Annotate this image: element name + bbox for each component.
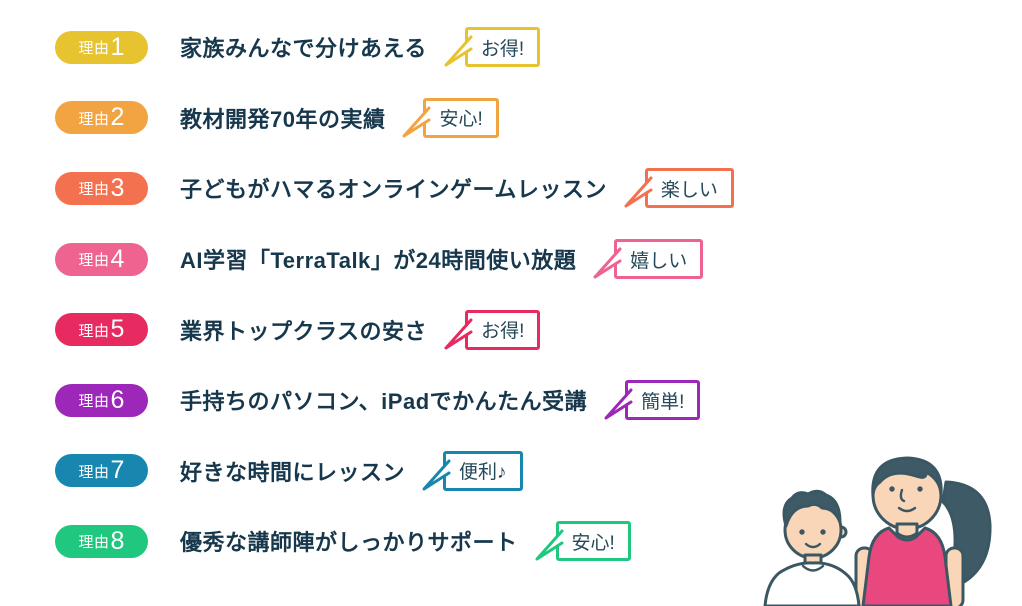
woman-hair [871,456,943,498]
reason-badge-number: 1 [110,32,125,61]
reason-badge-label: 理由 [78,40,110,58]
boy-hair [782,489,842,528]
reason-bubble-text: 便利♪ [459,462,507,484]
reason-badge-label: 理由 [78,181,110,199]
reason-badge-number: 7 [110,456,125,485]
reason-heading: 業界トップクラスの安さ [180,318,428,344]
woman-top [861,526,953,606]
reason-badge-label: 理由 [78,110,110,128]
speech-bubble-tail-icon [593,247,622,279]
reason-bubble: 安心! [535,521,631,562]
boy-collar [801,564,825,572]
reason-badge-number: 6 [110,385,125,414]
reason-badge-number: 4 [110,244,125,273]
speech-bubble-tail-icon [535,529,564,561]
reason-heading: 子どもがハマるオンラインゲームレッスン [180,177,607,203]
reason-heading: 家族みんなで分けあえる [180,36,427,62]
boy-shirt [763,561,861,606]
reason-bubble: 嬉しい [593,239,704,280]
reason-bubble: お得! [444,309,541,350]
reason-badge-number: 3 [110,173,125,202]
reason-heading: AI学習「TerraTalk」が24時間使い放題 [180,248,577,274]
woman-neck [895,522,919,539]
boy-eye-right [820,529,826,535]
reason-heading: 手持ちのパソコン、iPadでかんたん受講 [180,389,588,415]
reason-badge-number: 5 [110,315,125,344]
reason-bubble-text: お得! [481,321,525,343]
reason-badge-number: 2 [110,103,125,132]
speech-bubble-tail-icon [624,176,653,208]
reason-badge-number: 8 [110,526,125,555]
reason-bubble: お得! [444,27,541,68]
reason-bubble-text: お得! [480,38,525,60]
reason-bubble-text: 安心! [439,109,483,131]
boy-mouth [804,542,822,549]
speech-bubble-tail-icon [422,459,451,491]
reason-bubble: 楽しい [624,168,734,209]
reason-bubble: 便利♪ [422,450,523,491]
speech-bubble-tail-icon [444,35,473,67]
family-illustration [763,456,992,606]
reason-bubble: 安心! [402,97,499,138]
reason-bubble: 簡単! [604,380,701,421]
reason-badge-label: 理由 [78,393,110,411]
reason-bubble-text: 安心! [571,532,615,554]
boy-eye-left [799,529,805,535]
reason-badge-label: 理由 [78,534,110,552]
reason-heading: 優秀な講師陣がしっかりサポート [180,530,518,556]
speech-bubble-tail-icon [402,106,431,138]
reason-bubble-text: 簡単! [641,391,685,413]
woman-mouth [897,506,917,513]
reason-heading: 教材開発70年の実績 [180,106,386,132]
speech-bubble-tail-icon [444,318,473,350]
reason-badge-label: 理由 [78,322,110,340]
woman-eye-right [917,486,923,492]
reason-bubble-text: 嬉しい [630,250,688,272]
reason-badge-label: 理由 [78,252,110,270]
speech-bubble-tail-icon [604,388,633,420]
reason-heading: 好きな時間にレッスン [180,459,406,485]
woman-eye-left [889,486,895,492]
woman-nose [899,488,906,503]
reason-bubble-text: 楽しい [660,179,718,201]
reason-badge-label: 理由 [78,463,110,481]
